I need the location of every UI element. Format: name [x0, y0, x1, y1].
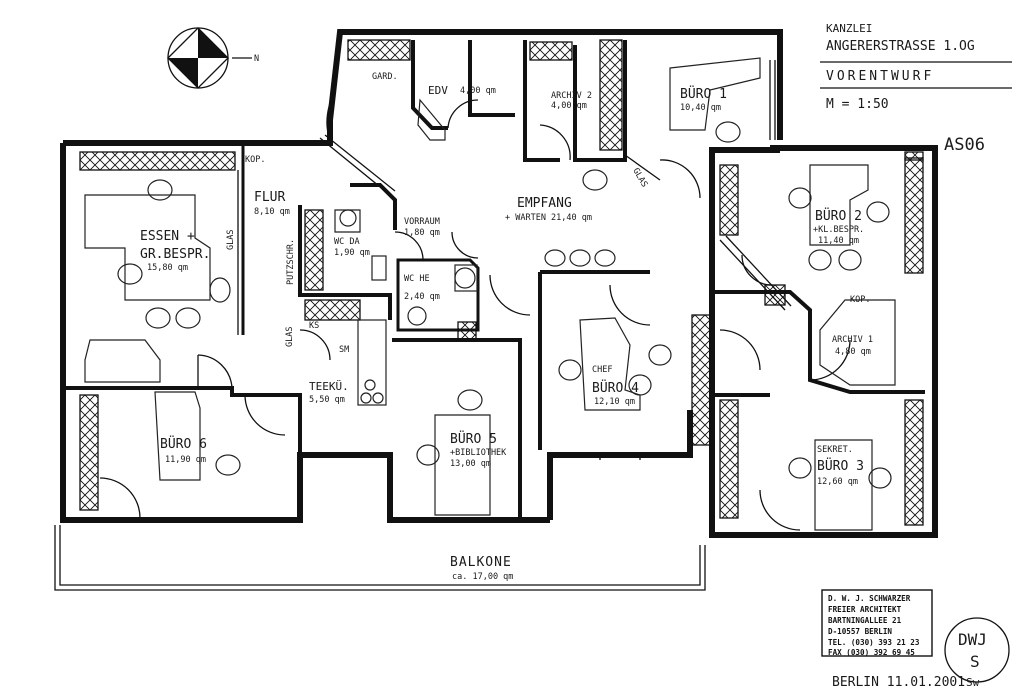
title-block: KANZLEI ANGERERSTRASSE 1.OG VORENTWURF M…	[820, 22, 1012, 155]
vorraum-area: 1,80 qm	[404, 228, 440, 238]
furniture	[84, 57, 896, 531]
glas3-label: GLAS	[285, 327, 295, 347]
putzschr-label: PUTZSCHR.	[286, 239, 296, 285]
buero5-area: 13,00 qm	[450, 459, 491, 469]
buero4-name: BÜRO 4	[592, 379, 639, 396]
kop1-label: KOP.	[245, 155, 265, 165]
archiv2-name: ARCHIV 2	[551, 91, 592, 101]
stamp-line-5: TEL. (030) 393 21 23	[828, 638, 920, 647]
kop2-label: KOP.	[850, 295, 870, 305]
buero4-area: 12,10 qm	[594, 397, 635, 407]
ks-label: KS	[309, 321, 319, 331]
glass-partitions	[237, 60, 792, 335]
architect-stamp: D. W. J. SCHWARZER FREIER ARCHITEKT BART…	[821, 589, 933, 657]
buero5-name: BÜRO 5	[450, 430, 497, 447]
address-label: ANGERERSTRASSE 1.OG	[826, 39, 975, 54]
initials-label: Sw	[966, 676, 980, 689]
essen-sub: GR.BESPR.	[140, 247, 210, 262]
stamp-line-4: D-10557 BERLIN	[828, 627, 892, 636]
buero4-pre: CHEF	[592, 365, 612, 375]
buero6-name: BÜRO 6	[160, 435, 207, 452]
stamp-line-3: BARTNINGALLEE 21	[828, 616, 902, 625]
edv-area: 4,00 qm	[460, 86, 496, 96]
empfang-name: EMPFANG	[517, 196, 572, 211]
teekue-name: TEEKÜ.	[309, 380, 349, 393]
archiv2-area: 4,00 qm	[551, 101, 587, 111]
seal-bottom: S	[970, 652, 980, 671]
archiv1-name: ARCHIV 1	[832, 335, 873, 345]
wcda-name: WC DA	[334, 237, 360, 247]
balcony	[54, 525, 706, 591]
footer: BERLIN 11.01.2001 Sw	[832, 675, 980, 690]
gard-label: GARD.	[372, 72, 398, 82]
buero1-name: BÜRO 1	[680, 85, 727, 102]
buero3-area: 12,60 qm	[817, 477, 858, 487]
phase-label: VORENTWURF	[826, 69, 934, 84]
buero2-name: BÜRO 2	[815, 207, 862, 224]
stamp-line-2: FREIER ARCHITEKT	[828, 605, 902, 614]
buero2-area: 11,40 qm	[818, 236, 859, 246]
buero5-sub: +BIBLIOTHEK	[450, 448, 507, 458]
buero2-sub: +KL.BESPR.	[813, 225, 864, 235]
seal-icon: DWJ S	[944, 617, 1010, 683]
essen-area: 15,80 qm	[147, 263, 188, 273]
wche-name: WC HE	[404, 274, 430, 284]
office-label: KANZLEI	[826, 22, 872, 35]
flur-name: FLUR	[254, 190, 285, 205]
buero3-pre: SEKRET.	[817, 445, 853, 455]
north-label: N	[254, 54, 259, 64]
glas1-label: GLAS	[226, 230, 236, 250]
archiv1-area: 4,80 qm	[835, 347, 871, 357]
sm-label: SM	[339, 345, 349, 355]
wcda-area: 1,90 qm	[334, 248, 370, 258]
north-arrow-icon: N	[167, 27, 259, 89]
date-label: BERLIN 11.01.2001	[832, 675, 965, 690]
flur-area: 8,10 qm	[254, 207, 290, 217]
built-in-cabinets	[79, 39, 924, 526]
scale-label: M = 1:50	[826, 97, 889, 112]
door-swings	[99, 89, 851, 531]
essen-name: ESSEN +	[140, 229, 195, 244]
empfang-sub: + WARTEN 21,40 qm	[505, 213, 592, 223]
seal-top: DWJ	[958, 630, 987, 649]
teekue-area: 5,50 qm	[309, 395, 345, 405]
vorraum-name: VORRAUM	[404, 217, 440, 227]
plan-code: AS06	[944, 135, 985, 155]
buero1-area: 10,40 qm	[680, 103, 721, 113]
balkone-name: BALKONE	[450, 555, 512, 570]
balkone-area: ca. 17,00 qm	[452, 572, 513, 582]
stamp-line-6: FAX (030) 392 69 45	[828, 648, 915, 657]
buero3-name: BÜRO 3	[817, 457, 864, 474]
room-labels: GARD. EDV 4,00 qm ARCHIV 2 4,00 qm BÜRO …	[140, 72, 873, 582]
stamp-line-1: D. W. J. SCHWARZER	[828, 594, 911, 603]
buero6-area: 11,90 qm	[165, 455, 206, 465]
edv-name: EDV	[428, 84, 448, 97]
wche-area: 2,40 qm	[404, 292, 440, 302]
